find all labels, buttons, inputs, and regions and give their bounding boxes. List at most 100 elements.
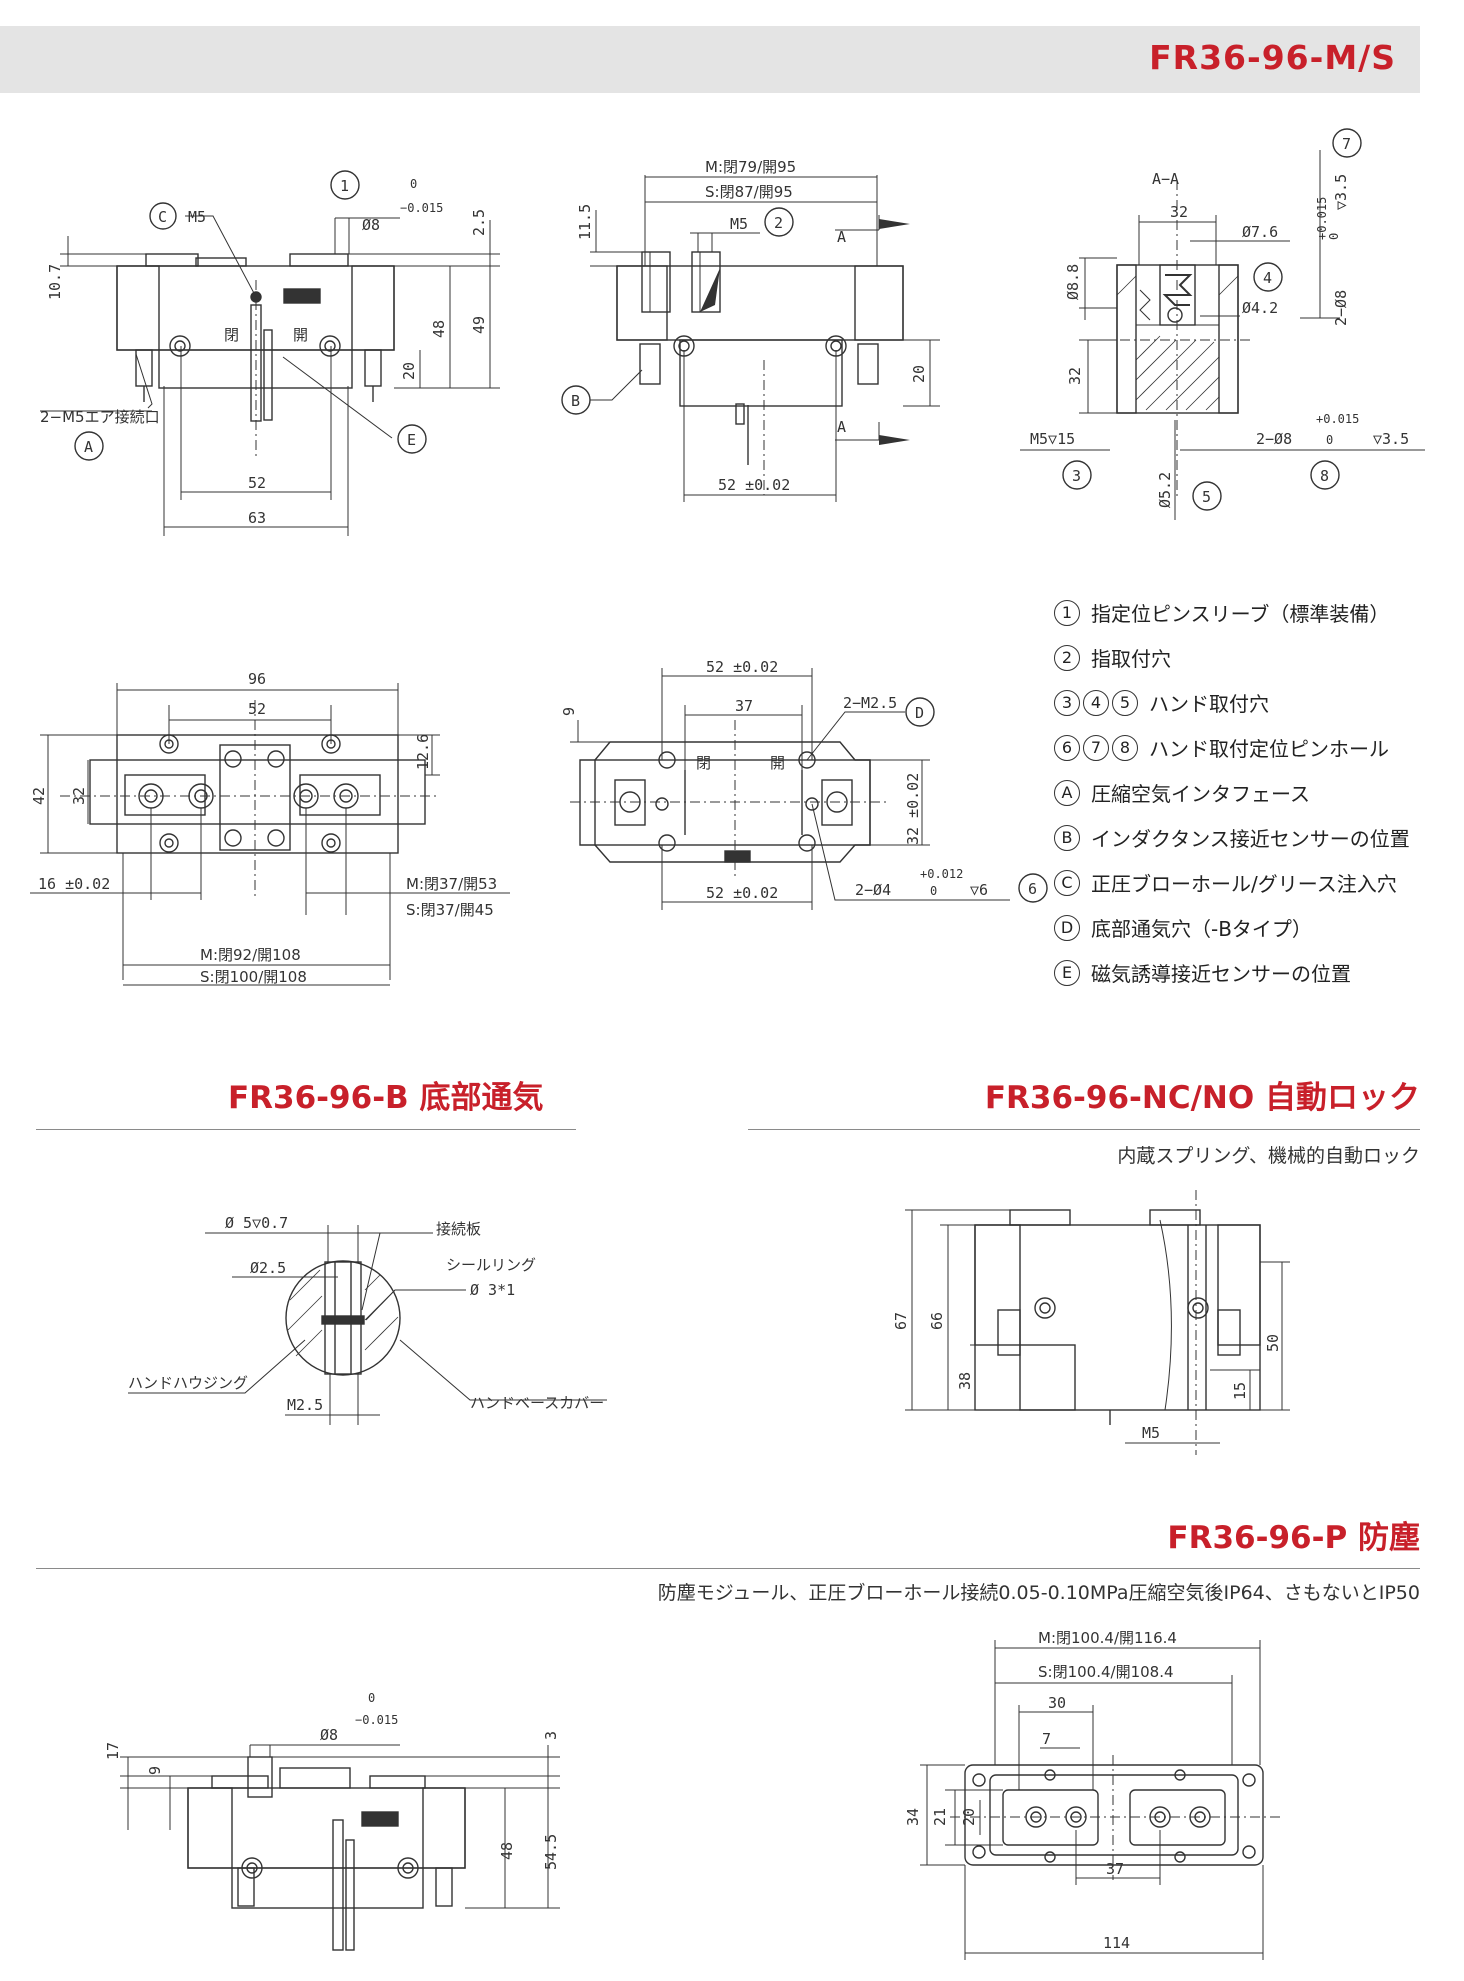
callout-a-front: A [84,438,93,456]
nc-m5: M5 [1142,1424,1160,1442]
callout-4-section: 4 [1263,269,1272,287]
front-m5-label: M5 [188,208,206,226]
callout-badge: 2 [1054,644,1080,671]
callout-badge: 1 [1054,599,1080,626]
legend-text: 指定位ピンスリーブ（標準装備） [1091,602,1390,626]
p-front-dia8: Ø8 [320,1726,338,1744]
top-d126: 12.6 [414,734,432,770]
section-subtitle-ncno: 内蔵スプリング、機械的自動ロック [1117,1145,1420,1167]
callout-2-side: 2 [774,214,783,232]
top-s100-label: S:閉100/開108 [200,968,307,986]
bottom-closed-label: 閉 [696,754,711,772]
top-d52: 52 [248,700,266,718]
legend-item: D 底部通気穴（-Bタイプ） [1054,905,1464,950]
bottom-m25: 2−M2.5 [843,694,897,712]
section-aa-title: A−A [1152,170,1179,188]
legend-text: ハンド取付定位ピンホール [1149,737,1389,761]
section-title-b: FR36-96-B 底部通気 [228,1080,544,1116]
detail-housing-label: ハンドハウジング [128,1374,248,1392]
front-d107: 10.7 [46,264,64,300]
callout-6-bottom: 6 [1028,880,1037,898]
side-m5: M5 [730,215,748,233]
detail-hole: Ø 5▽0.7 [225,1214,288,1232]
callout-badge: 6 [1054,734,1080,761]
side-s-label: S:閉87/開95 [705,183,793,201]
callout-badge: 7 [1083,734,1109,761]
p-top-d20: 20 [960,1808,978,1826]
callout-badge: 3 [1054,689,1080,716]
side-d20: 20 [910,365,928,383]
top-m92-label: M:閉92/開108 [200,946,301,964]
callout-badge: E [1054,959,1080,986]
legend-item: B インダクタンス接近センサーの位置 [1054,815,1464,860]
legend-text: インダクタンス接近センサーの位置 [1091,827,1410,851]
p-top-d21: 21 [931,1808,949,1826]
section-subtitle-p: 防塵モジュール、正圧ブローホール接続0.05-0.10MPa圧縮空気後IP64、… [657,1582,1420,1604]
bottom-d37: 37 [735,697,753,715]
legend-text: 指取付穴 [1091,647,1171,671]
side-section-a-top: A [837,228,846,246]
legend-text: ハンド取付穴 [1149,692,1269,716]
legend-item: 6 7 8 ハンド取付定位ピンホール [1054,725,1464,770]
p-top-s-label: S:閉100.4/開108.4 [1038,1663,1174,1681]
section-d32: 32 [1170,203,1188,221]
bottom-d52-top: 52 ±0.02 [706,658,778,676]
callout-1-front: 1 [340,177,349,195]
detail-d25: Ø2.5 [250,1259,286,1277]
callout-badge: 4 [1083,689,1109,716]
legend-text: 圧縮空気インタフェース [1091,782,1310,806]
top-m-label: M:閉37/開53 [406,875,497,893]
front-d49: 49 [470,316,488,334]
side-section-a-bottom: A [837,418,846,436]
legend-item: 3 4 5 ハンド取付穴 [1054,680,1464,725]
legend-item: E 磁気誘導接近センサーの位置 [1054,950,1464,995]
p-top-d37: 37 [1106,1860,1124,1878]
legend-text: 底部通気穴（-Bタイプ） [1091,917,1312,941]
top-d16: 16 ±0.02 [38,875,110,893]
detail-plate-label: 接続板 [436,1220,481,1238]
callout-badge: 5 [1112,689,1138,716]
front-tol-up: 0 [410,177,417,191]
detail-seal-label: シールリング [446,1256,536,1274]
front-open-label: 開 [293,326,308,344]
p-front-drawing [120,1744,560,1951]
section-m5: M5▽15 [1030,430,1075,448]
front-d63: 63 [248,509,266,527]
top-d32: 32 [70,787,88,805]
callout-7-section: 7 [1342,135,1351,153]
nc-d66: 66 [928,1312,946,1330]
nc-d15: 15 [1231,1382,1249,1400]
nc-d38: 38 [956,1372,974,1390]
callout-5-section: 5 [1202,488,1211,506]
top-view-drawing [30,683,510,986]
legend-text: 正圧ブローホール/グリース注入穴 [1091,872,1397,896]
ncno-drawing [905,1190,1290,1455]
p-top-d34: 34 [904,1808,922,1826]
section-depth: ▽3.5 [1332,174,1350,210]
bottom-ptol0: 0 [930,884,937,898]
section-tol1: +0.015 [1315,197,1329,240]
p-front-tol1: −0.015 [355,1713,398,1727]
top-s-label: S:閉37/開45 [406,901,494,919]
bottom-view-drawing [570,668,1048,910]
front-d25: 2.5 [470,209,488,236]
section-tol2: +0.015 [1316,412,1359,426]
legend-item: A 圧縮空気インタフェース [1054,770,1464,815]
callout-badge: A [1054,779,1080,806]
legend-list: 1 指定位ピンスリーブ（標準装備） 2 指取付穴 3 4 5 ハンド取付穴 6 … [1054,590,1464,995]
detail-b-drawing [128,1225,607,1425]
detail-cover-label: ハンドベースカバー [470,1394,604,1412]
bottom-depth: ▽6 [970,881,988,899]
front-tol-dn: −0.015 [400,201,443,215]
p-top-m-label: M:閉100.4/開116.4 [1038,1629,1177,1647]
p-front-tol0: 0 [368,1691,375,1705]
side-view-drawing [561,175,940,502]
p-front-d17: 17 [104,1742,122,1760]
section-divider-b [36,1129,576,1130]
callout-badge: C [1054,869,1080,896]
section-d8-vertical: 2−Ø8 [1332,290,1350,326]
bottom-pin: 2−Ø4 [855,881,891,899]
front-d48: 48 [430,320,448,338]
section-divider-ncno [748,1129,1420,1130]
section-d52: Ø5.2 [1156,472,1174,508]
